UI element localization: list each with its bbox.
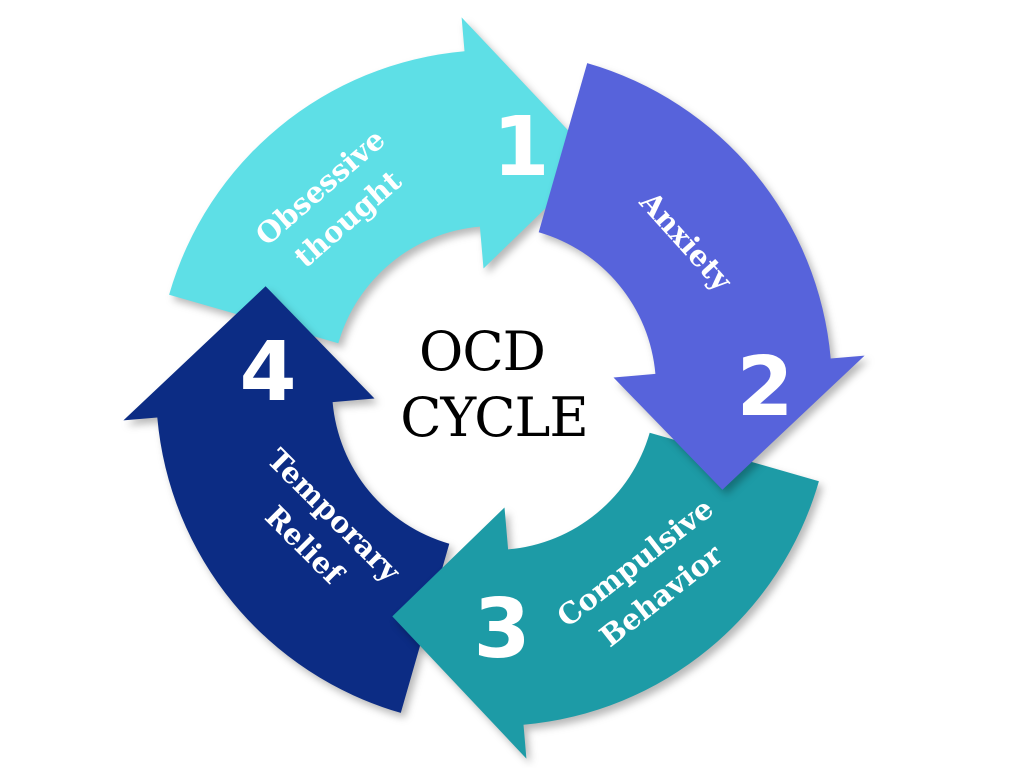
center-title-line-2: CYCLE xyxy=(400,386,588,449)
center-title: OCD CYCLE xyxy=(400,320,589,449)
cycle-arrow-step-3 xyxy=(392,432,819,759)
center-title-line-1: OCD xyxy=(419,320,545,383)
cycle-arrow-step-4 xyxy=(123,286,450,713)
cycle-arrows xyxy=(123,17,865,759)
step-2-number: 2 xyxy=(736,340,793,435)
step-1-number: 1 xyxy=(492,100,549,195)
step-3-number: 3 xyxy=(473,582,530,677)
cycle-arrow-step-1 xyxy=(169,17,596,344)
cycle-arrow-step-2 xyxy=(538,63,865,490)
step-4-number: 4 xyxy=(239,325,296,420)
